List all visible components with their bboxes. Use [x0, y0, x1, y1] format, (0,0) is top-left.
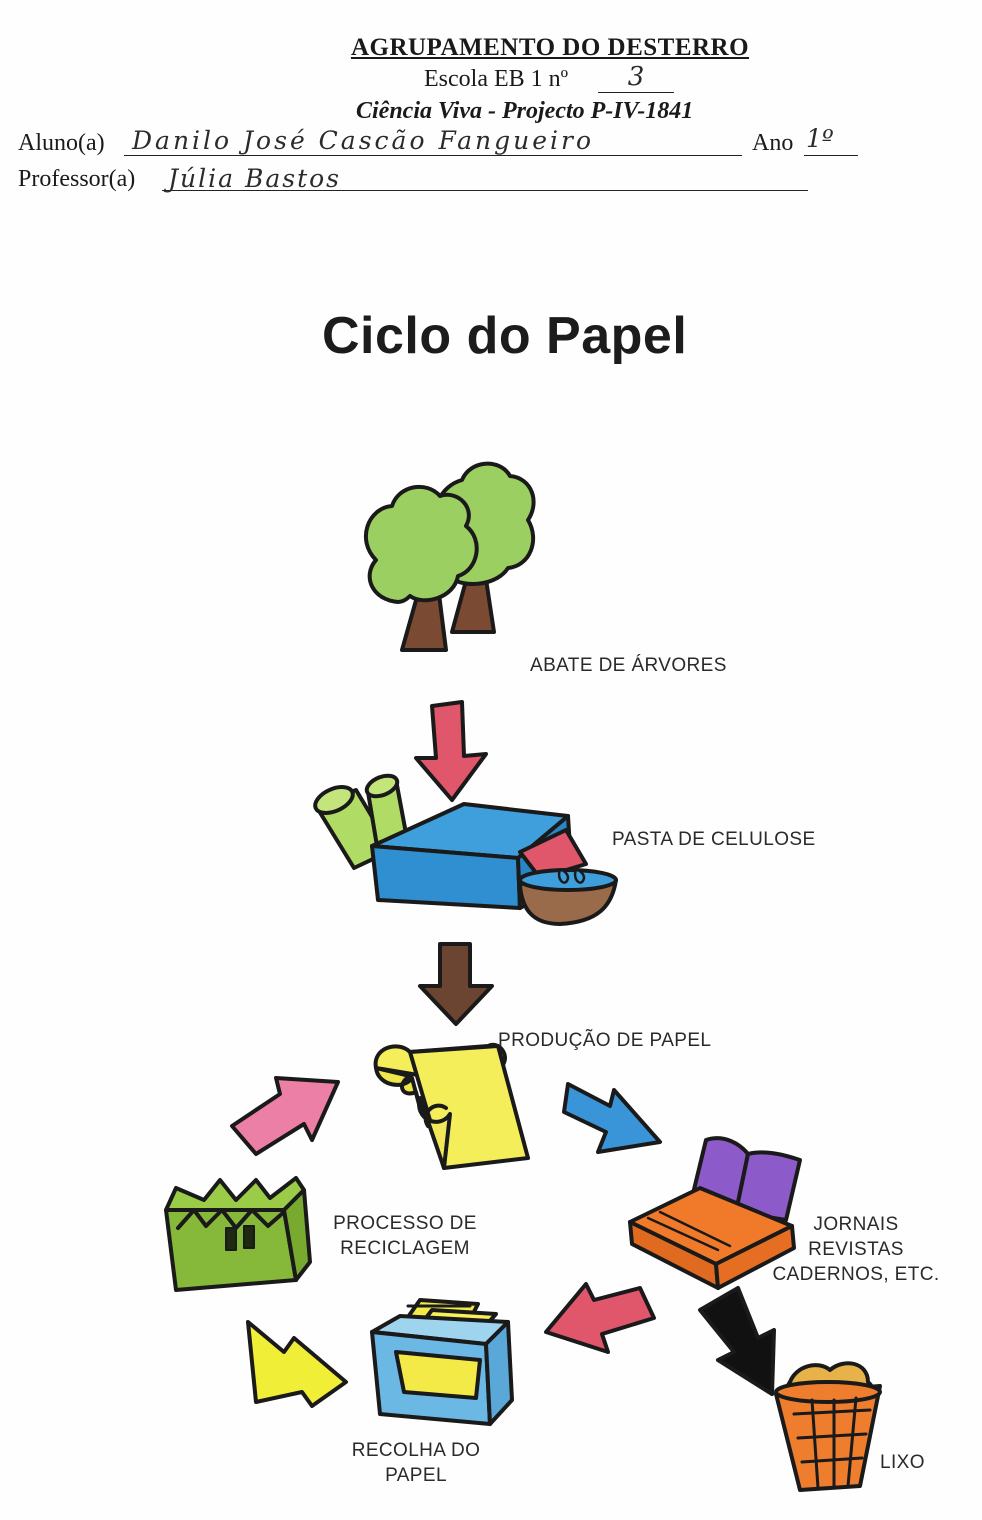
label-recolha-papel: RECOLHA DO PAPEL: [336, 1438, 496, 1488]
arrow-down-red: [414, 700, 488, 802]
project-title: Ciência Viva - Projecto P-IV-1841: [356, 98, 694, 124]
professor-underline: [162, 190, 808, 191]
recycle-box-icon: [164, 1176, 312, 1292]
pulp-machine-icon: [313, 773, 618, 926]
label-pasta-celulose: PASTA DE CELULOSE: [612, 829, 816, 850]
paper-roll-icon: [373, 1042, 530, 1170]
label-recolha-line-1: RECOLHA DO: [351, 1440, 481, 1461]
collection-box-icon: [370, 1298, 514, 1426]
label-recolha-line-2: PAPEL: [385, 1465, 447, 1486]
page-title: Ciclo do Papel: [322, 307, 688, 365]
professor-label: Professor(a): [18, 166, 136, 192]
label-jornais-line-2: REVISTAS: [808, 1239, 904, 1260]
aluno-label: Aluno(a): [18, 130, 105, 156]
label-jornais-line-3: CADERNOS, ETC.: [772, 1264, 940, 1285]
aluno-name: Danilo José Cascão Fangueiro: [132, 126, 595, 155]
arrow-up-left-yellow: [246, 1320, 348, 1408]
trees-icon: [364, 461, 536, 652]
label-producao-papel: PRODUÇÃO DE PAPEL: [498, 1030, 712, 1051]
ano-label: Ano: [752, 130, 794, 156]
label-jornais-revistas: JORNAIS REVISTAS CADERNOS, ETC.: [748, 1212, 964, 1287]
ano-underline: [804, 155, 858, 156]
label-abate-arvores: ABATE DE ÁRVORES: [530, 655, 727, 676]
label-jornais-line-1: JORNAIS: [813, 1214, 899, 1235]
label-processo-reciclagem: PROCESSO DE RECICLAGEM: [310, 1211, 500, 1261]
school-name: AGRUPAMENTO DO DESTERRO: [350, 34, 750, 61]
label-processo-line-1: PROCESSO DE: [333, 1213, 477, 1234]
escola-number: 3: [598, 62, 674, 93]
arrow-up-right-pink: [230, 1076, 340, 1156]
book-icon: [628, 1136, 802, 1290]
waste-basket-icon: [774, 1361, 882, 1492]
professor-name: Júlia Bastos: [168, 164, 341, 193]
escola-label: Escola EB 1 nº: [424, 66, 569, 92]
aluno-underline: [124, 155, 742, 156]
arrow-down-right-black: [698, 1286, 776, 1396]
arrow-down-brown: [418, 942, 494, 1026]
label-processo-line-2: RECICLAGEM: [340, 1238, 470, 1259]
arrow-down-right-blue: [562, 1082, 662, 1154]
label-lixo: LIXO: [880, 1452, 925, 1473]
arrow-down-left-red: [544, 1282, 656, 1354]
ano-value: 1º: [806, 124, 834, 153]
